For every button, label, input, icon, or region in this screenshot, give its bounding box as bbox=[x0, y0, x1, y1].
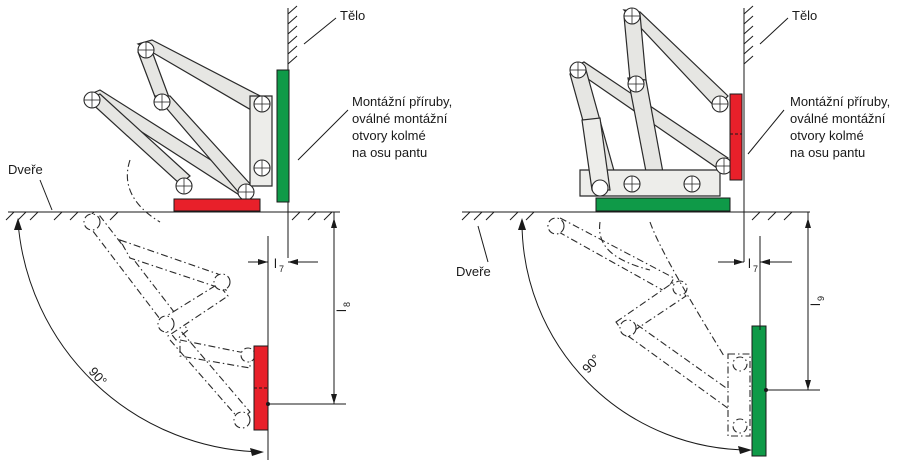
left-flange-label-line3: otvory kolmé bbox=[352, 128, 426, 143]
right-flange-leader bbox=[747, 109, 785, 155]
right-body-leader bbox=[759, 17, 789, 45]
left-dim-l8-sub: 8 bbox=[342, 302, 352, 307]
left-open-position-outline bbox=[83, 159, 256, 429]
left-door-label: Dveře bbox=[8, 162, 43, 177]
right-dim-l9: l bbox=[808, 303, 823, 306]
right-open-position-outline bbox=[546, 217, 751, 437]
right-angle-label: 90° bbox=[579, 351, 603, 376]
right-hinge-arms bbox=[569, 7, 733, 197]
right-flange-label-line4: na osu pantu bbox=[790, 145, 865, 160]
right-hinge-diagram: Tělo Montážní příruby, oválné montážní o… bbox=[456, 5, 890, 457]
left-body-flange-green bbox=[276, 69, 290, 203]
right-door-flange-green bbox=[595, 197, 731, 212]
right-body-flange-red bbox=[729, 93, 743, 181]
right-flange-label-line1: Montážní příruby, bbox=[790, 94, 890, 109]
left-flange-label-line4: na osu pantu bbox=[352, 145, 427, 160]
left-flange-label-line2: oválné montážní bbox=[352, 111, 448, 126]
left-arc-arrow-top bbox=[14, 218, 22, 230]
left-door-flange-red bbox=[173, 198, 261, 212]
right-dim-l9-sub: 9 bbox=[816, 296, 826, 301]
right-door-flange-green-open bbox=[751, 325, 767, 457]
left-hinge-diagram: Tělo Montážní příruby, oválné montážní o… bbox=[5, 5, 452, 460]
right-door-label: Dveře bbox=[456, 264, 491, 279]
left-angle-arc bbox=[17, 221, 263, 453]
right-body-label: Tělo bbox=[792, 8, 817, 23]
left-door-plane bbox=[5, 211, 340, 221]
left-dim-l8: l bbox=[334, 309, 349, 312]
left-dim-l7: l bbox=[274, 256, 277, 271]
right-arc-arrow-top bbox=[518, 218, 526, 230]
right-flange-label-line3: otvory kolmé bbox=[790, 128, 864, 143]
left-body-label: Tělo bbox=[340, 8, 365, 23]
right-dim-l7: l bbox=[748, 256, 751, 271]
left-arc-arrow-bottom bbox=[250, 448, 264, 456]
right-angle-arc bbox=[521, 221, 751, 451]
left-flange-leader bbox=[297, 109, 349, 161]
left-hinge-arms bbox=[83, 39, 273, 201]
right-body-wall bbox=[743, 5, 754, 262]
left-flange-label-line1: Montážní příruby, bbox=[352, 94, 452, 109]
left-dim-l7-sub: 7 bbox=[279, 264, 284, 274]
left-angle-label: 90° bbox=[86, 364, 110, 389]
right-flange-label-line2: oválné montážní bbox=[790, 111, 886, 126]
right-arc-arrow-bottom bbox=[738, 446, 752, 454]
left-body-leader bbox=[303, 17, 337, 45]
right-door-plane bbox=[461, 211, 810, 221]
right-dim-l7-sub: 7 bbox=[753, 264, 758, 274]
